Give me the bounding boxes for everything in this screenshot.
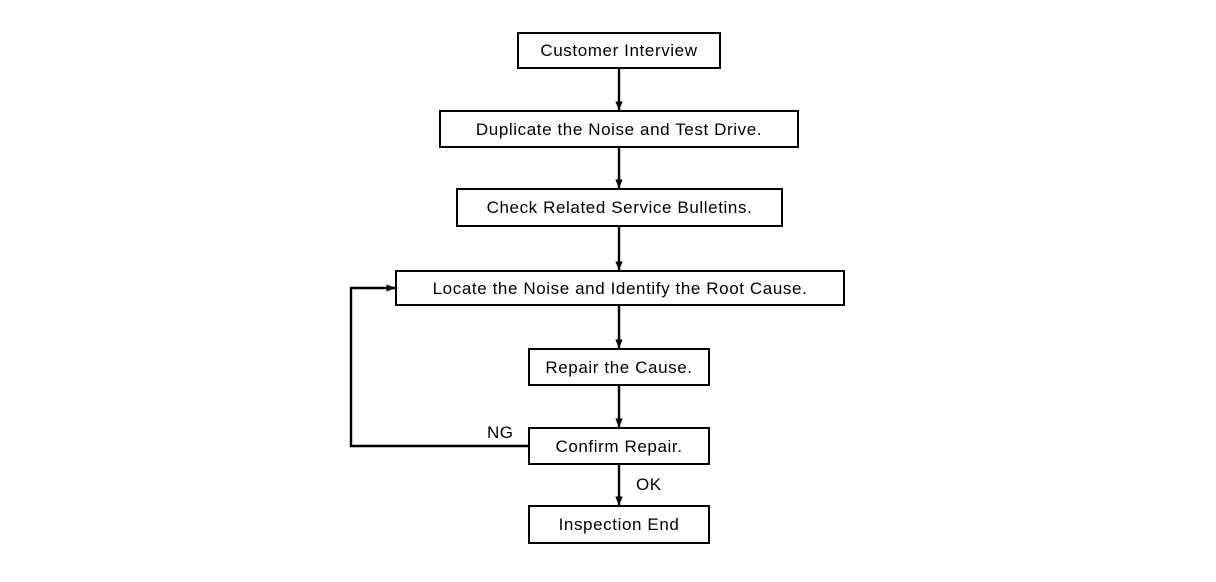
node-label-inspection-end: Inspection End (558, 515, 680, 534)
node-inspection-end[interactable]: Inspection End (528, 505, 710, 544)
node-duplicate-noise-test-drive[interactable]: Duplicate the Noise and Test Drive. (439, 110, 799, 148)
node-label-customer-interview: Customer Interview (540, 41, 698, 60)
node-repair-the-cause[interactable]: Repair the Cause. (528, 348, 710, 386)
node-label-confirm-repair: Confirm Repair. (555, 436, 683, 456)
node-label-locate-noise-identify-root-cause: Locate the Noise and Identify the Root C… (432, 278, 808, 298)
node-locate-noise-identify-root-cause[interactable]: Locate the Noise and Identify the Root C… (395, 270, 845, 306)
edge-label-ng: NG (487, 423, 514, 442)
node-customer-interview[interactable]: Customer Interview (517, 32, 721, 69)
node-label-repair-the-cause: Repair the Cause. (545, 357, 693, 377)
node-label-duplicate-noise-test-drive: Duplicate the Noise and Test Drive. (475, 119, 763, 139)
node-check-service-bulletins[interactable]: Check Related Service Bulletins. (456, 188, 783, 227)
edge-label-ok: OK (636, 475, 662, 494)
node-label-check-service-bulletins: Check Related Service Bulletins. (486, 198, 753, 217)
node-confirm-repair[interactable]: Confirm Repair. (528, 427, 710, 465)
